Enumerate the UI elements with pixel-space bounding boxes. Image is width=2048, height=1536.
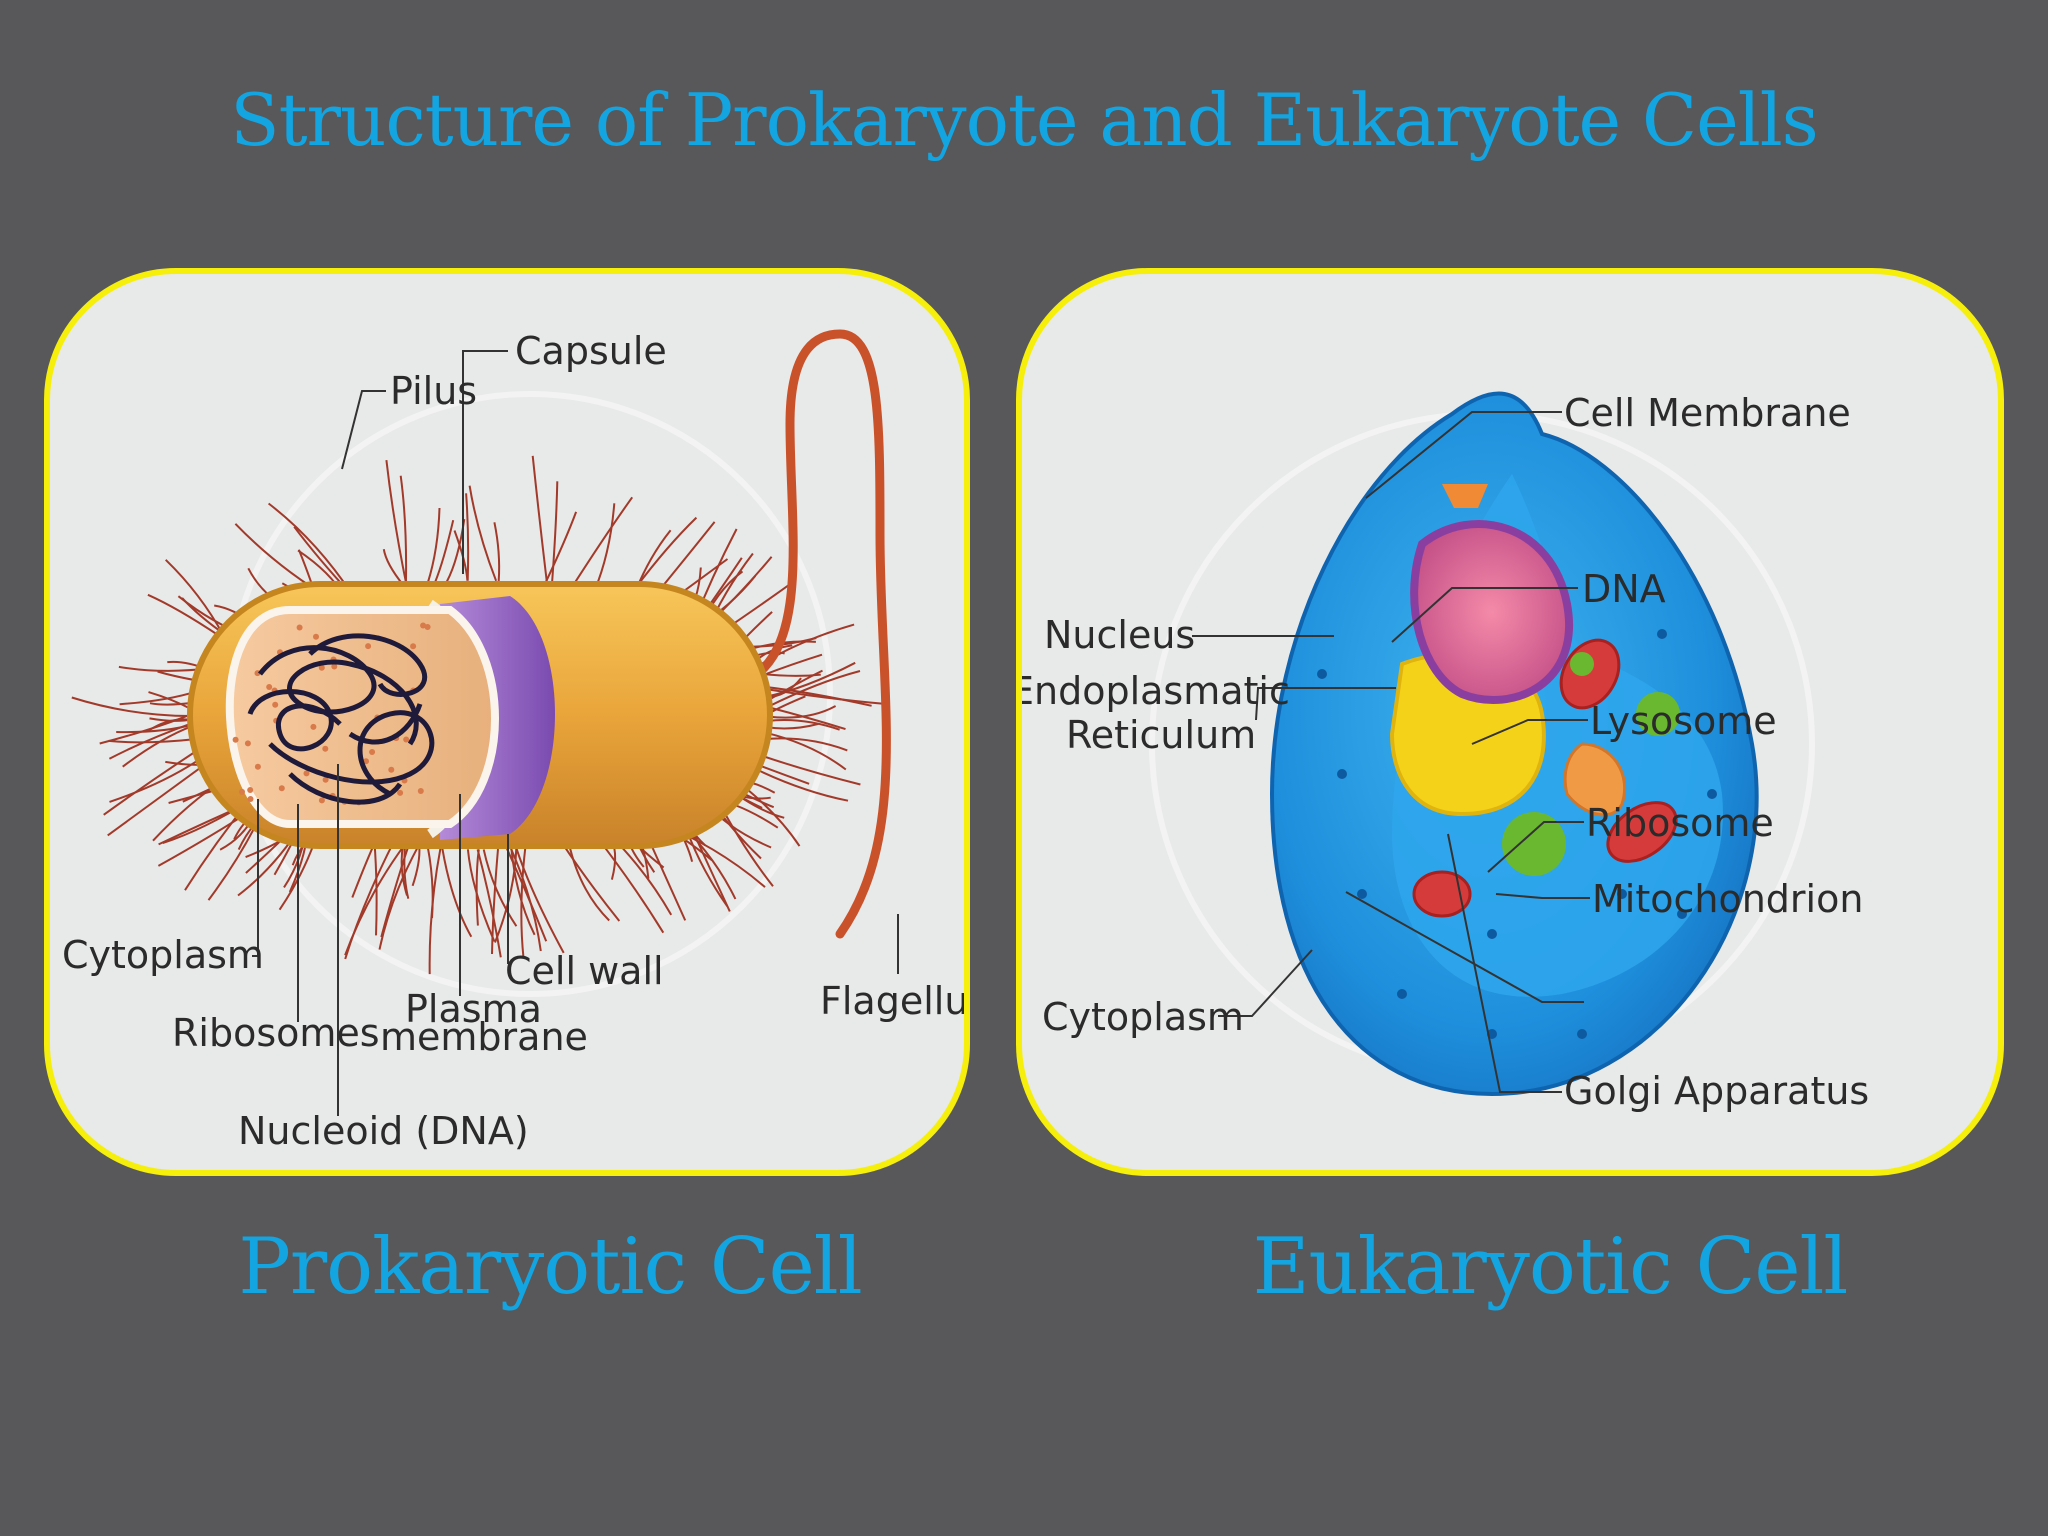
lysosomes [1502, 652, 1680, 876]
label-plasma: Plasma [405, 987, 542, 1031]
slide-title: Structure of Prokaryote and Eukaryote Ce… [230, 78, 1818, 162]
eukaryote-diagram: Cell Membrane DNA Nucleus Endoplasmatic … [1022, 391, 1869, 1113]
label-endoplasmatic: Endoplasmatic [1022, 669, 1290, 713]
label-dna: DNA [1582, 567, 1666, 611]
prokaryote-diagram: Capsule Pilus Cytoplasm Ribosomes Cell w… [62, 329, 970, 1153]
label-mitochondrion: Mitochondrion [1592, 877, 1863, 921]
eukaryote-panel: Cell Membrane DNA Nucleus Endoplasmatic … [1016, 268, 2004, 1176]
caption-prokaryotic: Prokaryotic Cell [238, 1222, 862, 1312]
label-lysosome: Lysosome [1590, 699, 1777, 743]
label-capsule: Capsule [515, 329, 667, 373]
vesicle-shape [1442, 484, 1488, 508]
label-cytoplasm: Cytoplasm [62, 933, 264, 977]
label-ribosome: Ribosome [1586, 801, 1774, 845]
label-membrane: membrane [380, 1015, 588, 1059]
label-cytoplasm: Cytoplasm [1042, 995, 1244, 1039]
nucleus-shape [1410, 520, 1573, 704]
label-pilus: Pilus [390, 369, 477, 413]
ribosome-dots [232, 622, 431, 806]
prokaryote-panel: Capsule Pilus Cytoplasm Ribosomes Cell w… [44, 268, 970, 1176]
label-flagellum: Flagellum [820, 979, 970, 1023]
label-nucleoid: Nucleoid (DNA) [238, 1109, 529, 1153]
golgi-shape [1563, 742, 1627, 817]
caption-eukaryotic: Eukaryotic Cell [1252, 1222, 1849, 1312]
cytoplasm-region [225, 606, 499, 828]
flagellum-shape [745, 329, 891, 939]
label-reticulum: Reticulum [1066, 713, 1256, 757]
label-nucleus: Nucleus [1044, 613, 1195, 657]
label-golgi: Golgi Apparatus [1564, 1069, 1869, 1113]
nucleoid-dna-tangle [247, 633, 435, 805]
label-ribosomes: Ribosomes [172, 1011, 380, 1055]
ribosome-dots [1317, 629, 1717, 1039]
label-cell-wall: Cell wall [505, 949, 664, 993]
eukaryote-leader-lines [1192, 411, 1590, 1093]
label-cell-membrane: Cell Membrane [1564, 391, 1851, 435]
prokaryote-leader-lines [252, 350, 899, 1116]
